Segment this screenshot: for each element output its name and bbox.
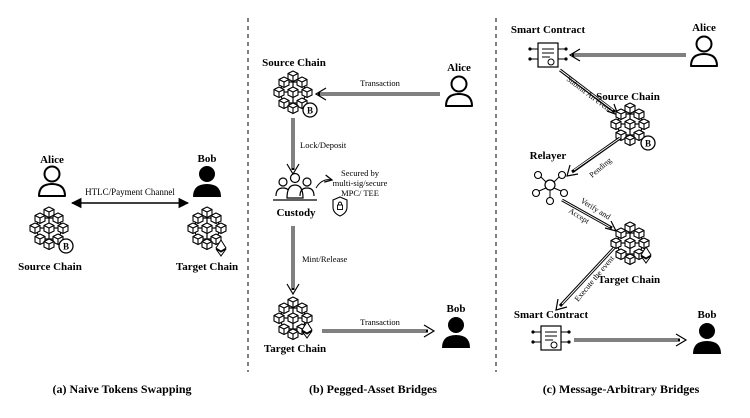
smart-contract-label-bottom: Smart Contract xyxy=(514,309,589,321)
execute-arrow-head xyxy=(555,298,568,311)
execute-arrow-inner xyxy=(561,247,615,305)
ethereum-coin-icon xyxy=(215,239,227,257)
smart-contract-label-top: Smart Contract xyxy=(511,24,586,36)
relayer-network-icon xyxy=(531,170,569,206)
source-chain-label-c: Source Chain xyxy=(596,91,660,103)
alice-label-b: Alice xyxy=(447,62,471,74)
caption-c: (c) Message-Arbitrary Bridges xyxy=(543,382,700,396)
channel-label: HTLC/Payment Channel xyxy=(85,187,175,197)
bob-person-icon-b xyxy=(442,317,470,348)
source-chain-label-b: Source Chain xyxy=(262,57,326,69)
bob-person-icon-c xyxy=(693,323,721,354)
panel-c: Smart Contract Alice Submit An event Sou… xyxy=(511,22,721,396)
custody-group-icon xyxy=(273,172,317,201)
alice-person-icon-c xyxy=(690,35,718,67)
bitcoin-symbol-c: B xyxy=(645,139,651,149)
ethereum-coin-icon-b xyxy=(301,321,313,339)
transaction-label-top: Transaction xyxy=(360,78,401,88)
shield-lock-icon xyxy=(332,196,348,217)
secured-by-line1: Secured by xyxy=(341,168,380,178)
ethereum-coin-icon-c xyxy=(640,246,652,264)
mint-arrow-head xyxy=(286,283,300,296)
alice-label-c: Alice xyxy=(692,22,716,34)
pending-arrow-head xyxy=(566,164,579,177)
bitcoin-coin-icon-b xyxy=(302,102,318,118)
secured-curve-arrow xyxy=(315,180,332,189)
lock-deposit-label: Lock/Deposit xyxy=(300,140,347,150)
caption-a: (a) Naive Tokens Swapping xyxy=(52,382,191,396)
bob-label-b: Bob xyxy=(447,303,466,315)
bitcoin-symbol: B xyxy=(63,242,69,252)
alice-label: Alice xyxy=(40,154,64,166)
secured-by-line3: MPC/ TEE xyxy=(341,188,379,198)
custody-label: Custody xyxy=(276,207,316,219)
smart-contract-icon-bottom xyxy=(531,325,571,351)
alice-person-icon-b xyxy=(445,75,473,107)
tx-arrow-top-head xyxy=(314,87,327,101)
smart-contract-icon-top xyxy=(528,42,568,68)
verify-arrow-inner xyxy=(561,199,611,228)
source-chain-label: Source Chain xyxy=(18,261,82,273)
panel-a: Alice Bob HTLC/Payment Channel B Source … xyxy=(18,153,238,396)
target-chain-label-b: Target Chain xyxy=(264,343,326,355)
target-chain-label: Target Chain xyxy=(176,261,238,273)
bitcoin-coin-icon xyxy=(58,238,74,254)
bob-label-c: Bob xyxy=(698,309,717,321)
alice-person-icon xyxy=(38,165,66,197)
contract-to-bob-head xyxy=(675,333,688,347)
target-chain-label-c: Target Chain xyxy=(598,274,660,286)
pending-arrow-inner xyxy=(573,137,621,171)
bob-person-icon xyxy=(193,166,221,197)
panel-b: Source Chain B Alice Transaction Lock/De… xyxy=(262,57,473,396)
caption-b: (b) Pegged-Asset Bridges xyxy=(309,382,437,396)
bob-label: Bob xyxy=(198,153,217,165)
transaction-label-bottom: Transaction xyxy=(360,317,401,327)
relayer-label: Relayer xyxy=(530,150,567,162)
alice-to-contract-head xyxy=(568,48,581,62)
secured-by-line2: multi-sig/secure xyxy=(333,178,388,188)
mint-release-label: Mint/Release xyxy=(302,254,348,264)
submit-arrow-inner xyxy=(559,69,614,111)
bitcoin-symbol-b: B xyxy=(307,106,313,116)
bitcoin-coin-icon-c xyxy=(640,135,656,151)
tx-arrow-bottom-head xyxy=(423,324,436,338)
